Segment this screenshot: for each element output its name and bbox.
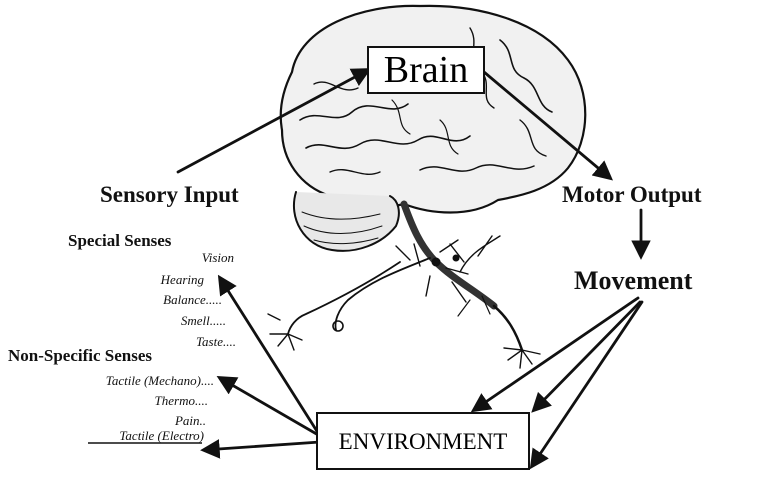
sense-hearing: Hearing bbox=[160, 272, 204, 287]
sense-taste: Taste.... bbox=[196, 334, 236, 349]
sense-pain: Pain.. bbox=[174, 413, 206, 428]
arrow-env-to-tactile-electro bbox=[200, 439, 322, 459]
sense-tactile-electro: Tactile (Electro) bbox=[119, 428, 204, 443]
brain-illustration bbox=[267, 4, 587, 369]
special-senses-heading: Special Senses bbox=[68, 231, 172, 250]
sense-vision: Vision bbox=[201, 250, 234, 265]
movement-label: Movement bbox=[574, 266, 693, 295]
sense-tactile-mechano: Tactile (Mechano).... bbox=[105, 373, 214, 388]
flow-arrows bbox=[176, 68, 651, 470]
arrow-movement-to-env-mid bbox=[531, 300, 642, 413]
brain-box: Brain bbox=[367, 46, 485, 94]
sensory-input-label: Sensory Input bbox=[100, 182, 239, 207]
arrow-movement-to-env-left bbox=[470, 296, 640, 413]
arrow-env-to-hearing bbox=[217, 274, 322, 438]
sense-smell: Smell..... bbox=[180, 313, 226, 328]
arrow-brain-to-motor bbox=[482, 70, 613, 181]
environment-label: ENVIRONMENT bbox=[338, 428, 508, 454]
arrow-sensory-to-brain bbox=[176, 68, 372, 174]
non-specific-senses-heading: Non-Specific Senses bbox=[8, 346, 153, 365]
brain-label: Brain bbox=[383, 49, 469, 91]
arrow-movement-to-env-bottom bbox=[529, 300, 644, 470]
environment-box: ENVIRONMENT bbox=[316, 412, 530, 470]
arrow-env-to-tactile-mechano bbox=[216, 376, 322, 438]
motor-output-label: Motor Output bbox=[562, 182, 702, 207]
sense-thermo: Thermo.... bbox=[154, 393, 208, 408]
sense-balance: Balance..... bbox=[163, 292, 222, 307]
